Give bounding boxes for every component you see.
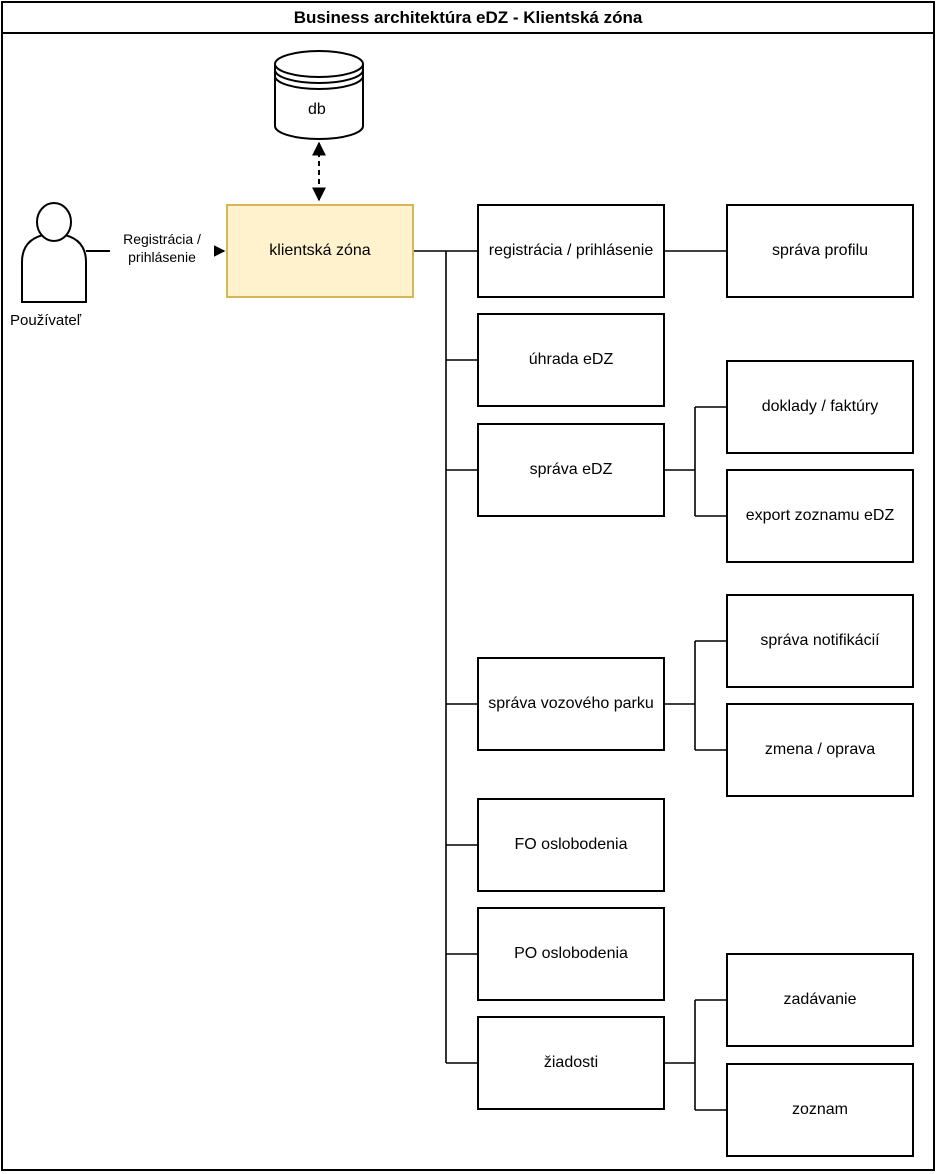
module-fleet: správa vozového parku [477,657,665,751]
module-manage-edz: správa eDZ [477,423,665,517]
submodule-entry: zadávanie [726,953,914,1047]
database-cylinder-icon [274,50,364,140]
database-label: db [308,101,326,118]
submodule-export: export zoznamu eDZ [726,469,914,563]
submodule-profile: správa profilu [726,204,914,298]
submodule-notifications: správa notifikácií [726,594,914,688]
submodule-list: zoznam [726,1063,914,1157]
actor-label: Používateľ [10,312,82,329]
user-actor-icon [21,202,87,303]
login-edge-label: Registrácia / prihlásenie [110,230,214,267]
module-fo-exemptions: FO oslobodenia [477,798,665,892]
diagram-title: Business architektúra eDZ - Klientská zó… [3,3,933,34]
module-registration: registrácia / prihlásenie [477,204,665,298]
client-zone-box: klientská zóna [226,204,414,298]
submodule-documents: doklady / faktúry [726,360,914,454]
module-po-exemptions: PO oslobodenia [477,907,665,1001]
module-requests: žiadosti [477,1016,665,1110]
module-tree [413,250,727,1111]
module-payment: úhrada eDZ [477,313,665,407]
submodule-change: zmena / oprava [726,703,914,797]
